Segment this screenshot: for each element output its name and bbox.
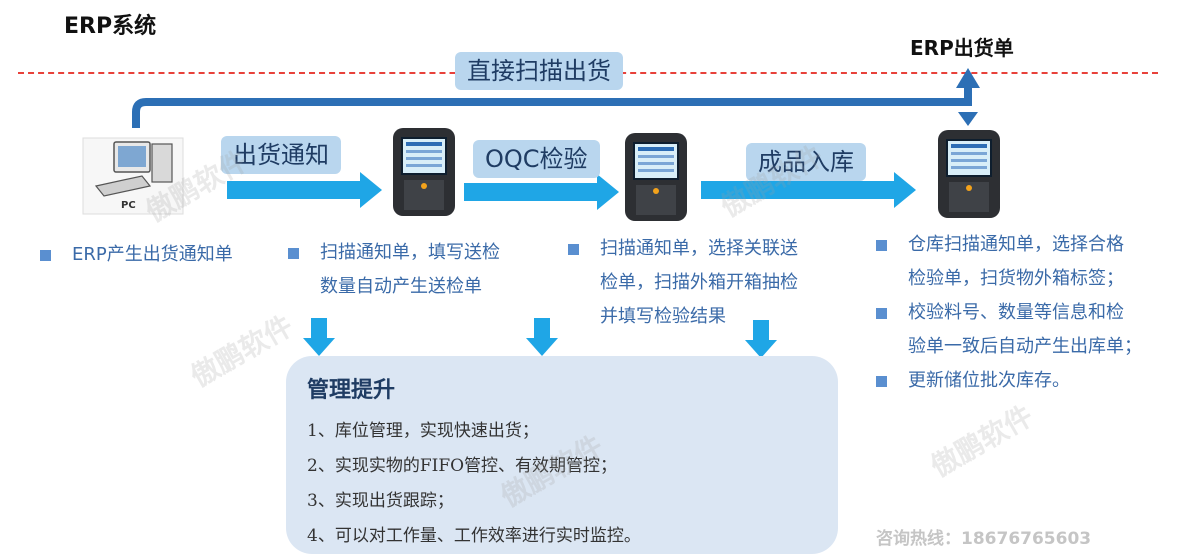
direct-ship-arrowhead-up — [956, 68, 980, 88]
direct-ship-arrowhead-down — [958, 112, 978, 126]
direct-ship-path — [132, 86, 972, 128]
bullet-item: 扫描通知单，填写送检 数量自动产生送检单 — [286, 236, 546, 304]
flow-arrow-3 — [701, 172, 916, 208]
bullet-item: 扫描通知单，选择关联送 检单，扫描外箱开箱抽检 并填写检验结果 — [566, 232, 836, 334]
bullet-item: ERP产生出货通知单 — [38, 238, 268, 272]
management-item: 4、可以对工作量、工作效率进行实时监控。 — [307, 526, 641, 546]
management-improvement-panel — [286, 356, 838, 554]
bullet-item: 校验料号、数量等信息和检 验单一致后自动产生出库单； — [874, 296, 1174, 364]
step-finished-goods-label: 成品入库 — [746, 143, 866, 181]
erp-system-title: ERP系统 — [64, 14, 157, 39]
handheld-scanner-icon-1 — [393, 128, 455, 216]
step-shipping-notice-label: 出货通知 — [221, 136, 341, 174]
bullet-column-4: 仓库扫描通知单，选择合格 检验单，扫货物外箱标签； 校验料号、数量等信息和检 验… — [874, 228, 1174, 398]
bullet-item: 仓库扫描通知单，选择合格 检验单，扫货物外箱标签； — [874, 228, 1174, 296]
bullet-column-3: 扫描通知单，选择关联送 检单，扫描外箱开箱抽检 并填写检验结果 — [566, 232, 836, 334]
management-item: 3、实现出货跟踪； — [307, 491, 454, 511]
down-arrow-2 — [526, 318, 558, 356]
hotline-text: 咨询热线：18676765603 — [876, 529, 1092, 549]
bullet-item: 更新储位批次库存。 — [874, 364, 1174, 398]
flow-arrow-1 — [227, 172, 382, 208]
management-list: 1、库位管理，实现快速出货； 2、实现实物的FIFO管控、有效期管控； 3、实现… — [307, 414, 641, 554]
flow-arrow-2 — [464, 174, 619, 210]
pc-computer-icon — [82, 137, 184, 215]
handheld-scanner-icon-2 — [625, 133, 687, 221]
pc-label: PC — [121, 200, 136, 211]
step-oqc-label: OQC检验 — [473, 140, 600, 178]
down-arrow-1 — [303, 318, 335, 356]
management-title: 管理提升 — [307, 378, 396, 403]
management-item: 2、实现实物的FIFO管控、有效期管控； — [307, 456, 618, 476]
handheld-scanner-icon-3 — [938, 130, 1000, 218]
down-arrow-3 — [745, 320, 777, 358]
bullet-column-1: ERP产生出货通知单 — [38, 238, 268, 272]
direct-ship-label: 直接扫描出货 — [455, 52, 623, 90]
bullet-column-2: 扫描通知单，填写送检 数量自动产生送检单 — [286, 236, 546, 304]
management-item: 1、库位管理，实现快速出货； — [307, 421, 539, 441]
erp-shipment-title: ERP出货单 — [910, 36, 1014, 60]
